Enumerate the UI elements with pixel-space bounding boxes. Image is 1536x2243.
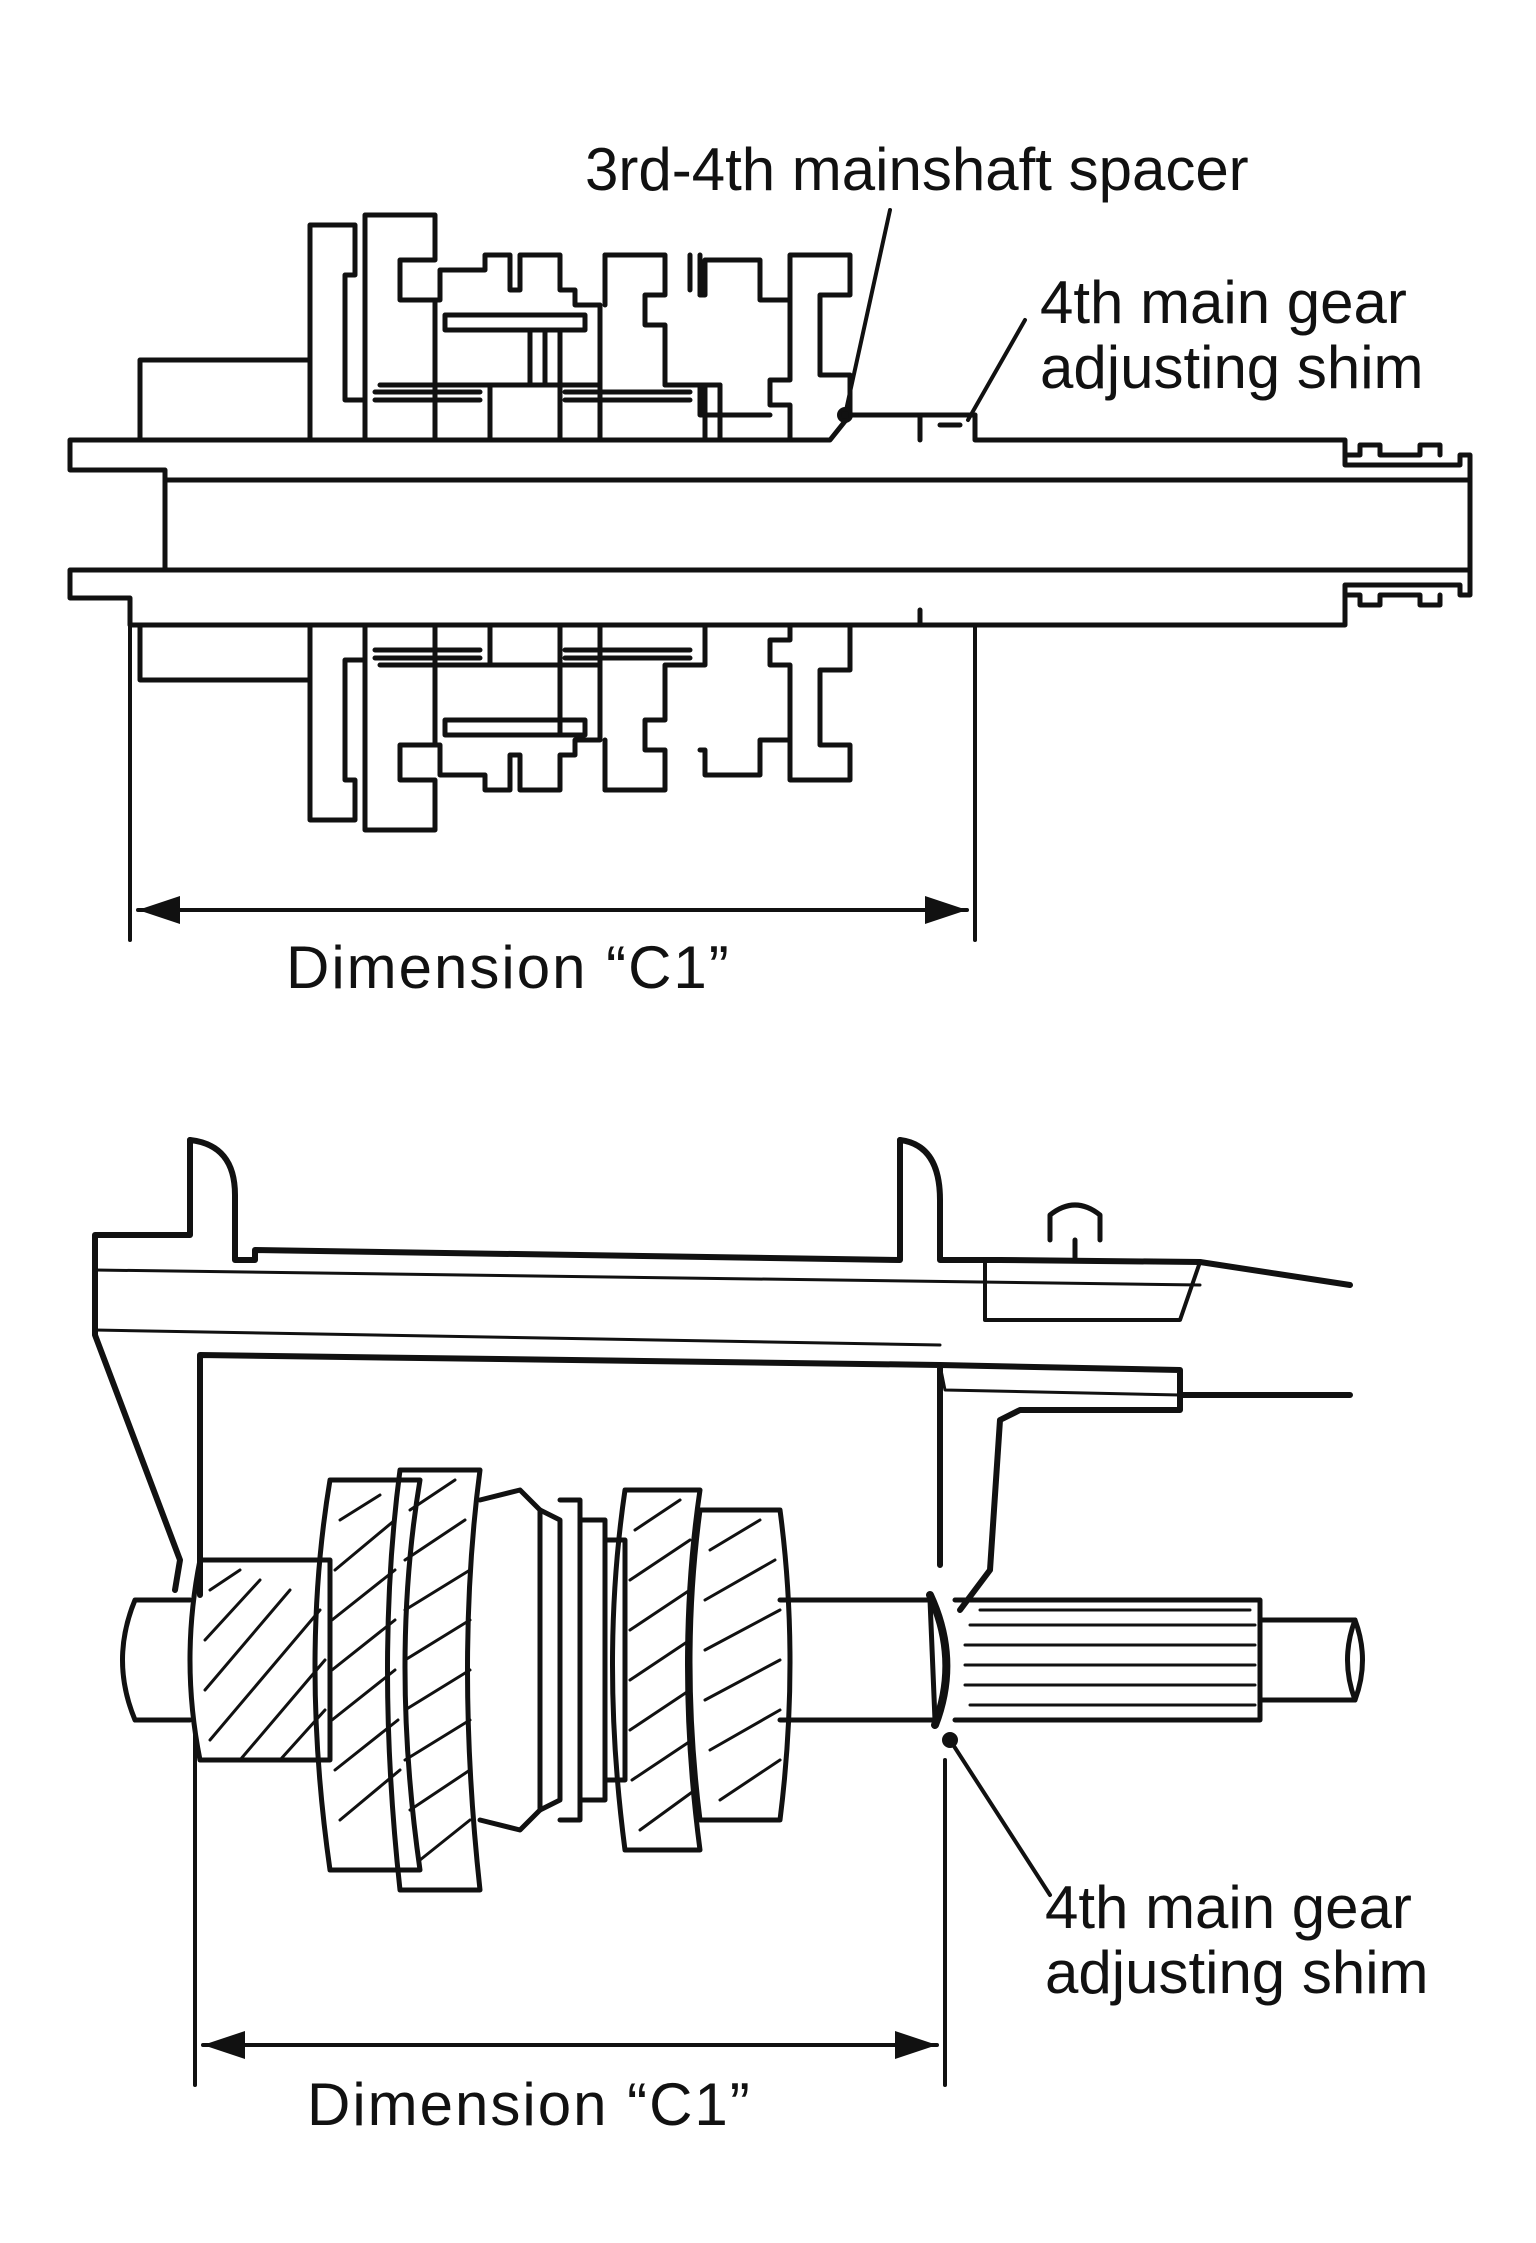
top-dimension-label: Dimension “C1” bbox=[286, 934, 731, 1001]
mainshaft bbox=[67, 412, 1473, 628]
bottom-leader-line bbox=[942, 1732, 1052, 1897]
top-shim-label-line1: 4th main gear bbox=[1040, 269, 1407, 336]
caliper-measurement-view: 4th main gear adjusting shim Dimension “… bbox=[92, 1137, 1429, 2138]
top-shim-label-line2: adjusting shim bbox=[1040, 334, 1424, 401]
bottom-dimension-label: Dimension “C1” bbox=[307, 2071, 752, 2138]
bottom-shim-label-line1: 4th main gear bbox=[1045, 1874, 1412, 1941]
spacer-label: 3rd-4th mainshaft spacer bbox=[585, 136, 1249, 203]
bottom-dimension-c1 bbox=[193, 1728, 947, 2087]
vernier-caliper bbox=[92, 1137, 1353, 1613]
gear-tooth-hatching bbox=[203, 1478, 1257, 1862]
lower-gear-stack bbox=[137, 607, 978, 833]
top-dimension-c1 bbox=[128, 623, 977, 942]
upper-gear-stack bbox=[137, 212, 978, 443]
mainshaft-cross-section: 3rd-4th mainshaft spacer 4th main gear a… bbox=[67, 136, 1473, 1001]
top-leader-lines bbox=[837, 208, 1027, 423]
gear-assembly bbox=[120, 1467, 1365, 1893]
bottom-shim-label-line2: adjusting shim bbox=[1045, 1939, 1429, 2006]
